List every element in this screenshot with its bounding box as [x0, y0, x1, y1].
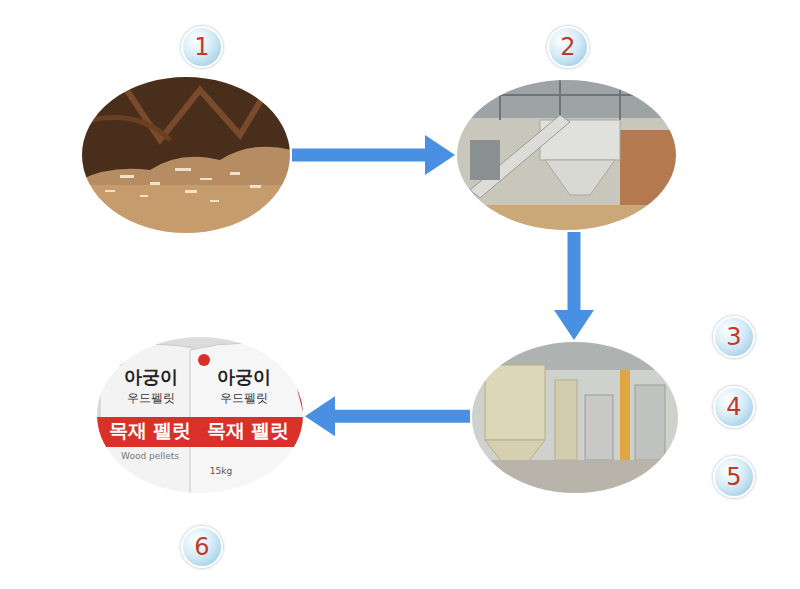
arrow-shaft: [292, 149, 427, 162]
arrow-head: [554, 310, 594, 340]
callout-number: 5: [713, 456, 755, 498]
flow-arrow: [305, 396, 470, 436]
process-step: 1: [80, 75, 292, 235]
bag-text: 15kg: [196, 466, 246, 477]
callout-number: 3: [713, 316, 755, 358]
flow-arrow: [292, 135, 455, 175]
arrow-shaft: [333, 410, 470, 423]
arrow-shaft: [568, 232, 581, 312]
callout-number: 2: [547, 26, 589, 68]
bag-text: 우드펠릿: [196, 391, 292, 405]
bag-text: 목재 펠릿: [192, 419, 304, 442]
bag-text: 목재 펠릿: [98, 419, 202, 442]
bag-text: Wood pellets: [108, 451, 192, 462]
bag-text: 아궁이: [106, 366, 196, 388]
callout-number: 1: [181, 26, 223, 68]
arrow-head: [305, 396, 335, 436]
callout-number: 6: [181, 526, 223, 568]
flow-arrow: [554, 232, 594, 340]
process-step: 2: [455, 78, 678, 232]
callout-number: 4: [713, 386, 755, 428]
process-step: 345: [470, 340, 680, 495]
bag-text: 아궁이: [196, 366, 292, 388]
process-step: 6: [95, 335, 305, 495]
bag-text: 우드펠릿: [106, 391, 196, 405]
arrow-head: [425, 135, 455, 175]
